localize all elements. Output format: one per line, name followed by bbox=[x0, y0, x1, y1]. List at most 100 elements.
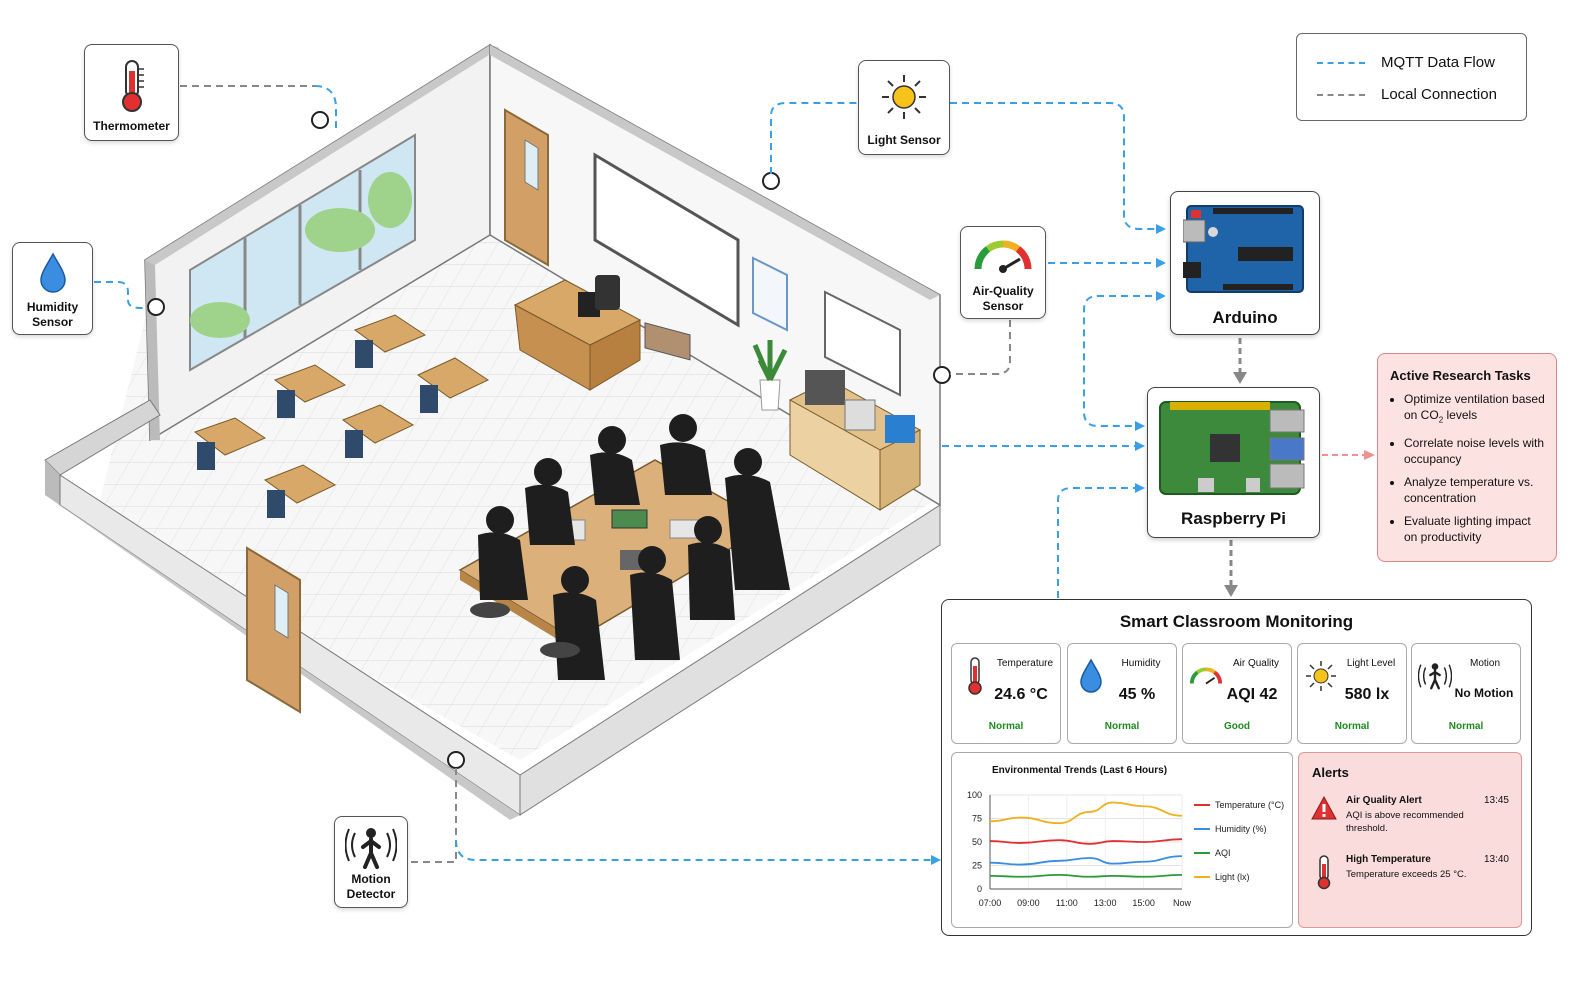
tile-status: Good bbox=[1223, 721, 1251, 732]
humidity-sensor-card[interactable]: Humidity Sensor bbox=[12, 242, 93, 335]
teacher-desk bbox=[513, 275, 642, 391]
x-tick-label: 15:00 bbox=[1132, 898, 1155, 908]
motion-tile[interactable]: Motion No Motion Normal bbox=[1411, 643, 1521, 744]
thermometer-icon bbox=[1309, 854, 1339, 894]
gauge-icon bbox=[961, 235, 1045, 275]
water-drop-icon bbox=[13, 251, 92, 293]
motion-person-icon bbox=[1418, 656, 1452, 696]
alert-item[interactable]: Air Quality Alert 13:45 AQI is above rec… bbox=[1309, 795, 1513, 845]
air-quality-sensor-card[interactable]: Air-Quality Sensor bbox=[960, 226, 1046, 319]
humidity-tile[interactable]: Humidity 45 % Normal bbox=[1067, 643, 1177, 744]
tile-value: 580 lx bbox=[1344, 686, 1390, 703]
student-silhouettes bbox=[478, 414, 790, 680]
research-task-list: Optimize ventilation based on CO2 levels… bbox=[1390, 391, 1546, 545]
series-line bbox=[989, 855, 1183, 866]
alerts-panel: Alerts Air Quality Alert 13:45 AQI is ab… bbox=[1298, 752, 1522, 928]
student-chairs bbox=[197, 340, 438, 518]
x-tick-label: 09:00 bbox=[1017, 898, 1040, 908]
tile-value: AQI 42 bbox=[1226, 686, 1278, 703]
tile-status: Normal bbox=[1104, 721, 1140, 732]
air-quality-label-line1: Air-Quality bbox=[972, 284, 1034, 298]
tile-name: Light Level bbox=[1346, 658, 1396, 669]
warning-icon bbox=[1309, 795, 1339, 835]
mqtt-connections bbox=[94, 85, 1164, 861]
front-door bbox=[246, 546, 301, 714]
gauge-icon bbox=[1189, 656, 1223, 696]
raspberry-pi-board-image bbox=[1159, 401, 1305, 495]
alert-description: AQI is above recommended threshold. bbox=[1346, 810, 1464, 834]
research-task-item: Analyze temperature vs. concentration bbox=[1404, 474, 1546, 506]
x-tick-label: 07:00 bbox=[979, 898, 1002, 908]
research-task-item: Evaluate lighting impact on productivity bbox=[1404, 513, 1546, 545]
legend-label: Humidity (%) bbox=[1215, 824, 1267, 834]
arduino-label: Arduino bbox=[1212, 308, 1278, 327]
motion-person-icon bbox=[335, 825, 407, 869]
alert-time: 13:45 bbox=[1483, 795, 1509, 806]
series-line bbox=[989, 801, 1183, 825]
air-quality-tile[interactable]: Air Quality AQI 42 Good bbox=[1182, 643, 1292, 744]
legend-mqtt-label: MQTT Data Flow bbox=[1381, 54, 1495, 71]
alert-item[interactable]: High Temperature 13:40 Temperature excee… bbox=[1309, 854, 1513, 904]
sensor-mounts bbox=[147, 111, 951, 769]
y-tick-label: 25 bbox=[972, 861, 982, 871]
light-level-tile[interactable]: Light Level 580 lx Normal bbox=[1297, 643, 1407, 744]
humidity-label-line1: Humidity bbox=[26, 300, 79, 314]
legend-label: AQI bbox=[1215, 848, 1231, 858]
monitoring-dashboard: Smart Classroom Monitoring Temperature 2… bbox=[941, 599, 1532, 936]
research-tasks-title: Active Research Tasks bbox=[1390, 368, 1531, 383]
alert-title: High Temperature bbox=[1346, 854, 1431, 865]
legend-label: Temperature (°C) bbox=[1215, 800, 1284, 810]
water-drop-icon bbox=[1074, 656, 1108, 696]
thermometer-sensor-card[interactable]: Thermometer bbox=[84, 44, 179, 141]
tile-value: No Motion bbox=[1454, 686, 1514, 700]
arduino-card[interactable]: Arduino bbox=[1170, 191, 1320, 335]
sun-icon bbox=[859, 71, 949, 123]
thermometer-label: Thermometer bbox=[93, 119, 170, 133]
connection-legend: MQTT Data Flow Local Connection bbox=[1296, 33, 1527, 121]
tile-status: Normal bbox=[988, 721, 1024, 732]
alert-title: Air Quality Alert bbox=[1346, 795, 1422, 806]
air-quality-label-line2: Sensor bbox=[982, 299, 1024, 313]
student-desks bbox=[193, 314, 490, 504]
tile-value: 24.6 °C bbox=[994, 686, 1048, 703]
whiteboard bbox=[593, 152, 740, 361]
legend-mqtt: MQTT Data Flow bbox=[1317, 54, 1495, 71]
x-tick-label: 11:00 bbox=[1056, 898, 1078, 908]
tile-name: Humidity bbox=[1121, 658, 1161, 669]
y-tick-label: 75 bbox=[972, 814, 982, 824]
board-links bbox=[1224, 338, 1375, 597]
tile-name: Motion bbox=[1469, 658, 1500, 669]
active-research-tasks: Active Research Tasks Optimize ventilati… bbox=[1377, 353, 1557, 562]
temperature-tile[interactable]: Temperature 24.6 °C Normal bbox=[951, 643, 1061, 744]
tile-value: 45 % bbox=[1118, 686, 1156, 703]
light-sensor-card[interactable]: Light Sensor bbox=[858, 60, 950, 155]
legend-local-label: Local Connection bbox=[1381, 86, 1497, 103]
raspberry-pi-label: Raspberry Pi bbox=[1181, 509, 1286, 528]
thermometer-icon bbox=[85, 57, 178, 113]
research-task-item: Optimize ventilation based on CO2 levels bbox=[1404, 391, 1546, 428]
local-connections bbox=[180, 85, 1011, 863]
y-tick-label: 100 bbox=[967, 790, 982, 800]
x-tick-label: 13:00 bbox=[1094, 898, 1117, 908]
legend-label: Light (lx) bbox=[1215, 872, 1250, 882]
mqtt-line-swatch bbox=[1317, 61, 1365, 64]
thermometer-icon bbox=[958, 656, 992, 696]
classroom-windows bbox=[189, 133, 416, 372]
alert-time: 13:40 bbox=[1483, 854, 1509, 865]
raspberry-pi-card[interactable]: Raspberry Pi bbox=[1147, 387, 1320, 538]
alerts-title: Alerts bbox=[1312, 765, 1349, 780]
y-tick-label: 0 bbox=[977, 884, 982, 894]
tile-status: Normal bbox=[1448, 721, 1484, 732]
motion-label-line1: Motion bbox=[351, 872, 391, 886]
dashboard-title: Smart Classroom Monitoring bbox=[1119, 612, 1354, 631]
light-sensor-label: Light Sensor bbox=[867, 133, 941, 147]
sun-icon bbox=[1304, 656, 1338, 696]
motion-detector-card[interactable]: Motion Detector bbox=[334, 816, 408, 908]
mqtt-arrowheads bbox=[931, 224, 1166, 865]
legend-local: Local Connection bbox=[1317, 86, 1497, 103]
x-tick-label: Now bbox=[1173, 898, 1192, 908]
storage-cabinet bbox=[752, 340, 922, 511]
